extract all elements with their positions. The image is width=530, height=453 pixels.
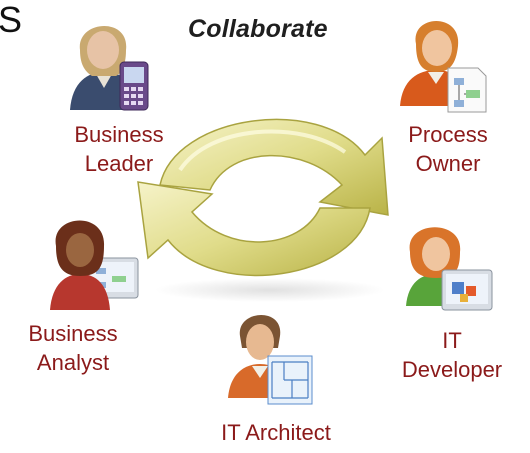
it-developer-avatar — [406, 227, 493, 311]
person-icon — [406, 227, 466, 306]
it-architect-label: IT Architect — [221, 420, 331, 445]
business-analyst-avatar — [50, 220, 139, 310]
computer-monitor-icon — [441, 269, 493, 311]
process-document-icon — [447, 67, 487, 113]
it-architect-avatar — [228, 314, 313, 405]
partial-header-text: S — [0, 0, 23, 40]
pda-device-icon — [119, 61, 149, 111]
person-icon — [50, 220, 110, 310]
business-analyst-label: Business Analyst — [28, 321, 118, 375]
process-owner-avatar — [400, 21, 487, 113]
cycle-arrows-icon — [137, 118, 389, 302]
process-owner-label: Process Owner — [408, 122, 488, 176]
business-leader-label: Business Leader — [74, 122, 164, 176]
business-leader-avatar — [70, 25, 149, 111]
it-developer-label: IT Developer — [401, 328, 503, 382]
diagram-title: Collaborate — [188, 15, 328, 43]
blueprint-icon — [267, 355, 313, 405]
